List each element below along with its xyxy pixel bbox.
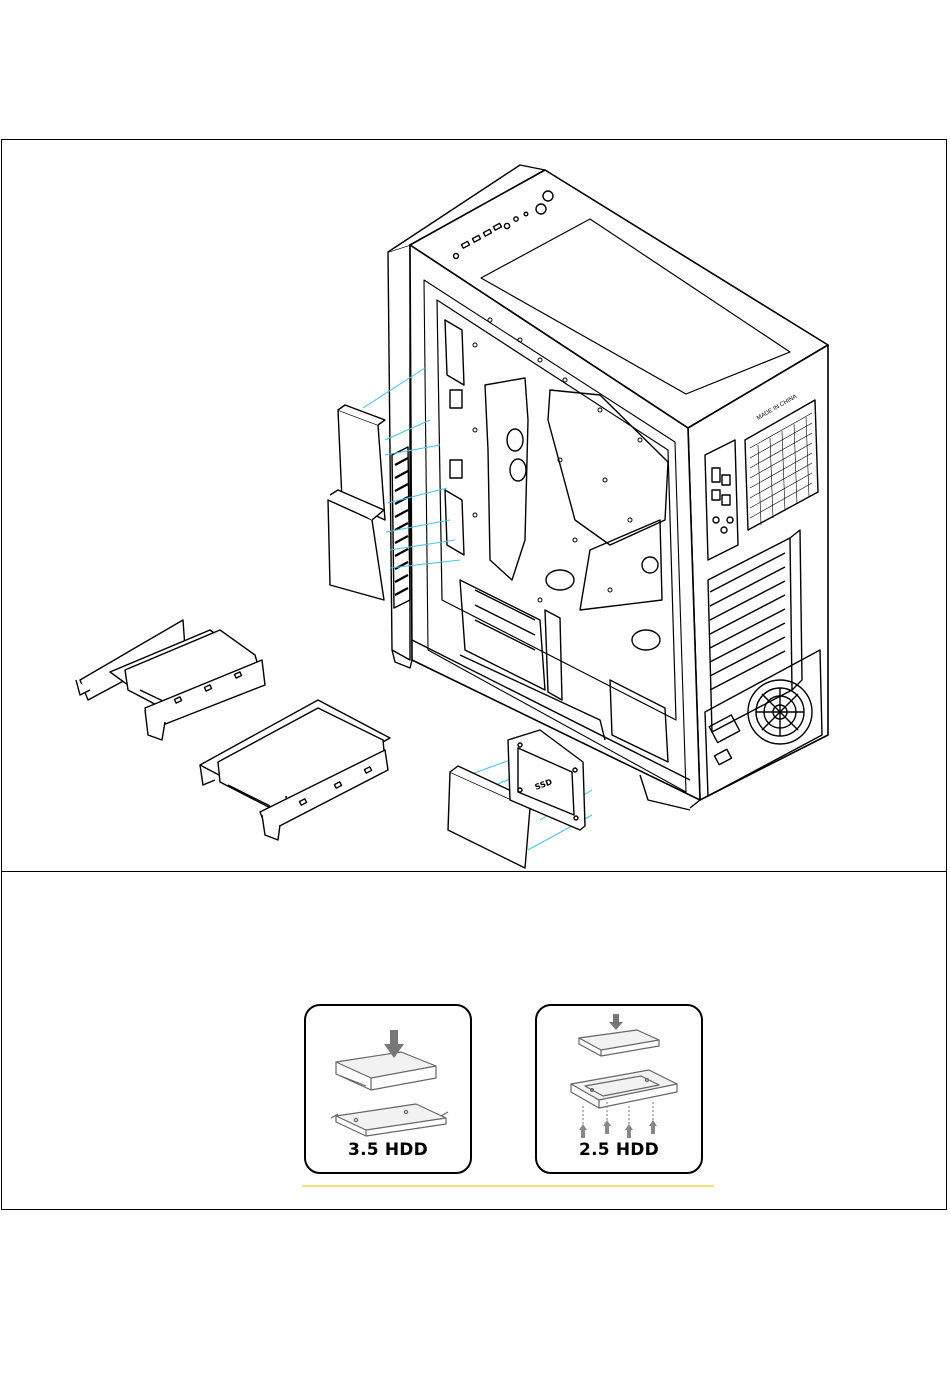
ssd-mount-plate — [448, 730, 585, 868]
down-arrow-icon — [609, 1014, 623, 1030]
hdd-tray-illustration — [200, 700, 390, 840]
pc-case-illustration: MADE IN CHINA — [388, 165, 828, 810]
drive-trays-exploded — [328, 405, 385, 600]
ssd-tray-illustration — [76, 620, 265, 740]
screw-up-arrows — [579, 1120, 657, 1138]
hdd-3-5-panel: 3.5 HDD — [304, 1004, 472, 1174]
hdd-3-5-label: 3.5 HDD — [306, 1140, 470, 1160]
hdd-2-5-panel: 2.5 HDD — [535, 1004, 703, 1174]
accent-underline — [302, 1185, 714, 1187]
hdd-2-5-label: 2.5 HDD — [537, 1140, 701, 1160]
